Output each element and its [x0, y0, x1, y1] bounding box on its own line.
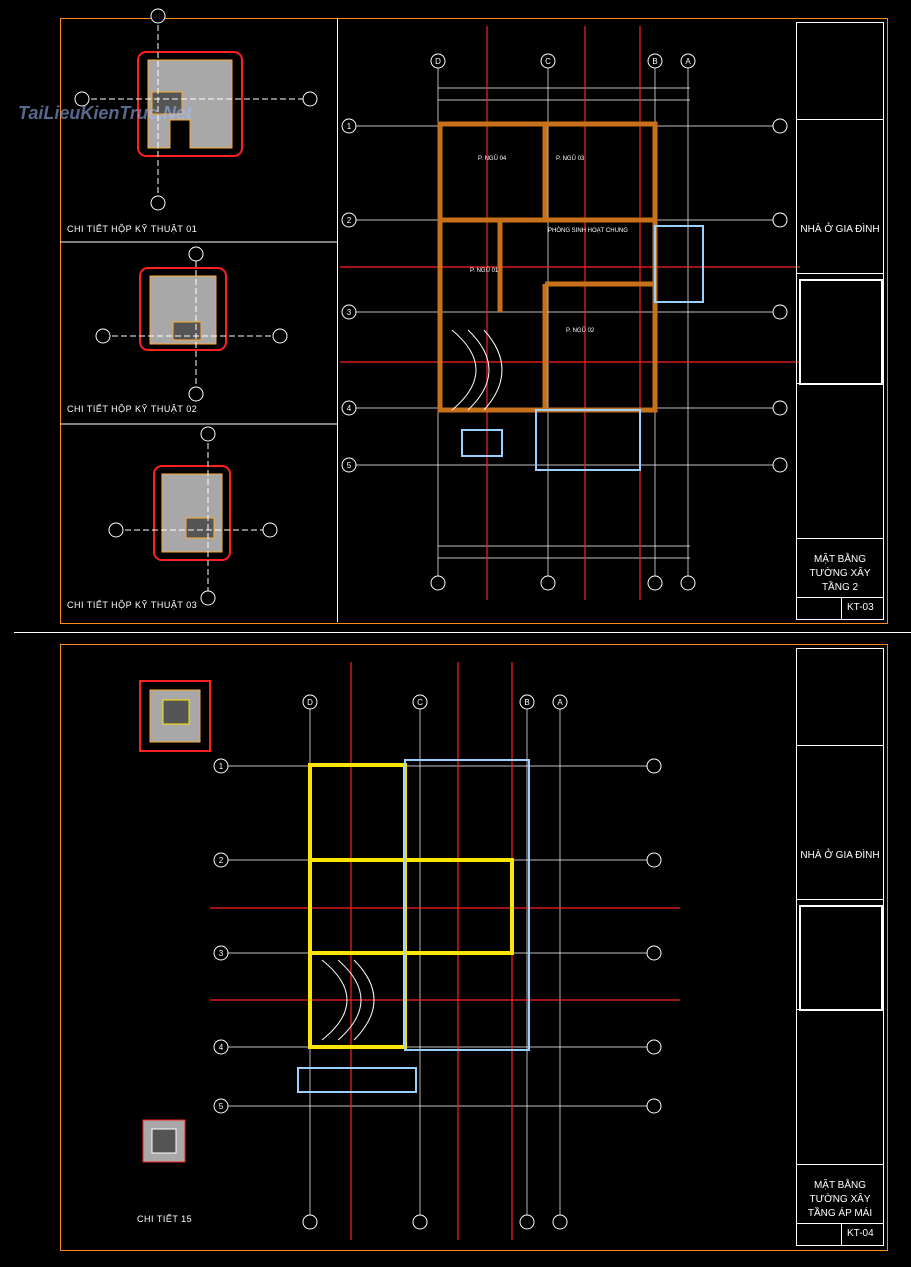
axis-3-left: 3 — [347, 308, 352, 317]
axis-C-top: C — [545, 57, 551, 66]
sheet-number-2: KT-04 — [847, 1228, 874, 1239]
axis-3-left-2: 3 — [219, 949, 224, 958]
drawing-title-2-line1: MẶT BẰNG — [813, 1180, 867, 1191]
axis-D-top-2: D — [307, 698, 313, 707]
axis-1-left: 1 — [347, 122, 352, 131]
detail-label-01: CHI TIẾT HỘP KỸ THUẬT 01 — [67, 224, 198, 234]
axis-A-top-2: A — [557, 698, 563, 707]
axis-B-top-2: B — [524, 698, 529, 707]
room-label-5: P. NGỦ 02 — [566, 327, 595, 334]
axis-5-left: 5 — [347, 461, 352, 470]
axis-D-top: D — [435, 57, 441, 66]
room-label-2: P. NGỦ 03 — [556, 155, 585, 162]
axis-4-left-2: 4 — [219, 1043, 224, 1052]
detail-divider — [337, 18, 338, 622]
detail-label-15: CHI TIẾT 15 — [137, 1214, 193, 1224]
drawing-title-line3: TẦNG 2 — [821, 582, 859, 593]
title-block-sheet1: NHÀ Ở GIA ĐÌNH MẶT BẰNG TƯỜNG XÂY TẦNG 2… — [796, 22, 884, 620]
axis-C-top-2: C — [417, 698, 423, 707]
axis-5-left-2: 5 — [219, 1102, 224, 1111]
drawing-sheet-2 — [60, 644, 888, 1251]
axis-2-left-2: 2 — [219, 856, 224, 865]
axis-1-left-2: 1 — [219, 762, 224, 771]
axis-A-top: A — [685, 57, 691, 66]
drawing-title-2-line2: TƯỜNG XÂY — [809, 1194, 871, 1205]
drawing-title-line1: MẶT BẰNG — [813, 554, 867, 565]
project-name-2: NHÀ Ở GIA ĐÌNH — [800, 850, 880, 861]
sheet-number: KT-03 — [847, 602, 874, 613]
room-label-4: P. NGỦ 01 — [470, 267, 499, 274]
axis-B-top: B — [652, 57, 657, 66]
outer-divider — [14, 632, 911, 633]
project-name: NHÀ Ở GIA ĐÌNH — [800, 224, 880, 235]
drawing-title-line2: TƯỜNG XÂY — [809, 568, 871, 579]
detail-label-03: CHI TIẾT HỘP KỸ THUẬT 03 — [67, 600, 198, 610]
detail-label-02: CHI TIẾT HỘP KỸ THUẬT 02 — [67, 404, 198, 414]
watermark-logo: TaiLieuKienTruc.Net — [18, 103, 193, 123]
room-label-3: PHÒNG SINH HOẠT CHUNG — [548, 227, 628, 234]
drawing-sheet-1 — [60, 18, 888, 624]
room-label-1: P. NGỦ 04 — [478, 155, 507, 162]
axis-4-left: 4 — [347, 404, 352, 413]
drawing-title-2-line3: TẦNG ÁP MÁI — [807, 1208, 873, 1219]
axis-2-left: 2 — [347, 216, 352, 225]
title-block-sheet2: NHÀ Ở GIA ĐÌNH MẶT BẰNG TƯỜNG XÂY TẦNG Á… — [796, 648, 884, 1246]
